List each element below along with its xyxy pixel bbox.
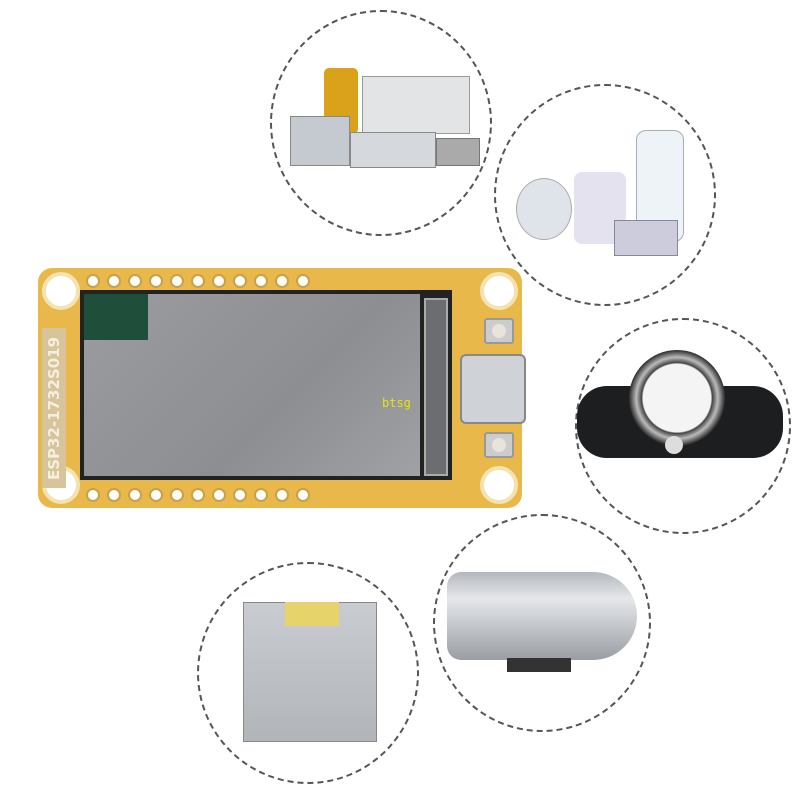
- speedometer-icon: [629, 350, 725, 446]
- pin-hole: [191, 488, 205, 502]
- mount-hole: [480, 272, 518, 310]
- monitor: [614, 220, 678, 256]
- ct-scanner: [516, 178, 572, 240]
- display-unit: [436, 138, 480, 166]
- pin-hole: [149, 274, 163, 288]
- watermark: btsg: [382, 396, 411, 410]
- pin-hole: [275, 488, 289, 502]
- pin-hole: [296, 274, 310, 288]
- usb-c-port: [460, 354, 526, 424]
- key-slot-icon: [665, 436, 683, 454]
- pin-hole: [212, 488, 226, 502]
- antenna-module: [84, 294, 148, 340]
- scene-dashboard: [575, 318, 791, 534]
- pin-hole: [128, 488, 142, 502]
- pin-hole: [233, 488, 247, 502]
- silkscreen-label: ESP32-1732S019: [42, 328, 66, 488]
- reset-button[interactable]: [484, 318, 514, 344]
- pin-hole: [86, 274, 100, 288]
- pin-hole: [86, 488, 100, 502]
- pin-hole: [212, 274, 226, 288]
- pin-hole: [107, 488, 121, 502]
- pin-hole: [254, 488, 268, 502]
- pin-hole: [296, 488, 310, 502]
- pin-hole: [107, 274, 121, 288]
- lcd-screen: [80, 290, 452, 480]
- control-panel: [285, 602, 339, 626]
- pin-hole: [275, 274, 289, 288]
- mount-hole: [42, 272, 80, 310]
- pin-hole: [170, 274, 184, 288]
- power-supply: [362, 76, 470, 134]
- controller-unit: [350, 132, 436, 168]
- pin-hole: [128, 274, 142, 288]
- boot-button[interactable]: [484, 432, 514, 458]
- pin-hole: [170, 488, 184, 502]
- flex-connector: [424, 298, 448, 476]
- esp32-board: ESP32-1732S019: [38, 268, 526, 508]
- scene-instruments: [270, 10, 492, 236]
- scene-water-heater: [433, 514, 651, 732]
- scene-medical: [494, 84, 716, 306]
- pin-hole: [233, 274, 247, 288]
- analyzer: [290, 116, 350, 166]
- pin-hole: [191, 274, 205, 288]
- pin-hole: [254, 274, 268, 288]
- heater-display: [507, 658, 571, 672]
- heater-tank: [447, 572, 637, 660]
- mount-hole: [480, 466, 518, 504]
- scene-uv-chamber: [197, 562, 419, 784]
- pin-hole: [149, 488, 163, 502]
